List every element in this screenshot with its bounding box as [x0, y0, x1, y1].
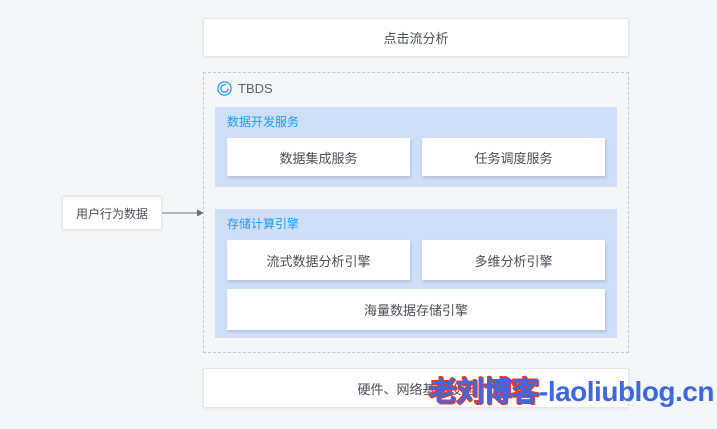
section-title-storage-compute: 存储计算引擎: [227, 217, 300, 231]
arrow-right-icon: [162, 209, 204, 217]
section-row: 流式数据分析引擎 多维分析引擎: [227, 240, 605, 280]
tbds-container: TBDS 数据开发服务 数据集成服务 任务调度服务 存储计算引擎 流式数据分析引…: [203, 72, 629, 353]
engine-box-massive-storage: 海量数据存储引擎: [227, 289, 605, 330]
engine-box-streaming-analysis: 流式数据分析引擎: [227, 240, 410, 280]
infrastructure-box: 硬件、网络基础设施: [203, 368, 629, 408]
service-box-task-scheduling: 任务调度服务: [422, 138, 605, 176]
user-behavior-data-label: 用户行为数据: [75, 206, 148, 221]
section-row: 数据集成服务 任务调度服务: [227, 138, 605, 176]
watermark-latin-text: -laoliublog.cn: [539, 376, 715, 407]
section-data-dev-services: 数据开发服务 数据集成服务 任务调度服务: [215, 107, 617, 187]
clickstream-analysis-label: 点击流分析: [383, 31, 449, 46]
section-title-data-dev: 数据开发服务: [227, 115, 300, 129]
tbds-title: TBDS: [238, 81, 273, 96]
user-behavior-data-box: 用户行为数据: [62, 196, 162, 230]
section-storage-compute-engines: 存储计算引擎 流式数据分析引擎 多维分析引擎 海量数据存储引擎: [215, 209, 617, 338]
tbds-header: TBDS: [217, 81, 273, 96]
watermark-cn-text: 老刘博客: [428, 376, 540, 407]
engine-box-multidim-analysis: 多维分析引擎: [422, 240, 605, 280]
clickstream-analysis-box: 点击流分析: [203, 18, 629, 57]
service-box-data-integration: 数据集成服务: [227, 138, 410, 176]
watermark: 老刘博客-laoliublog.cn: [428, 376, 715, 408]
tbds-logo-icon: [217, 81, 232, 96]
infrastructure-label: 硬件、网络基础设施: [357, 381, 475, 397]
